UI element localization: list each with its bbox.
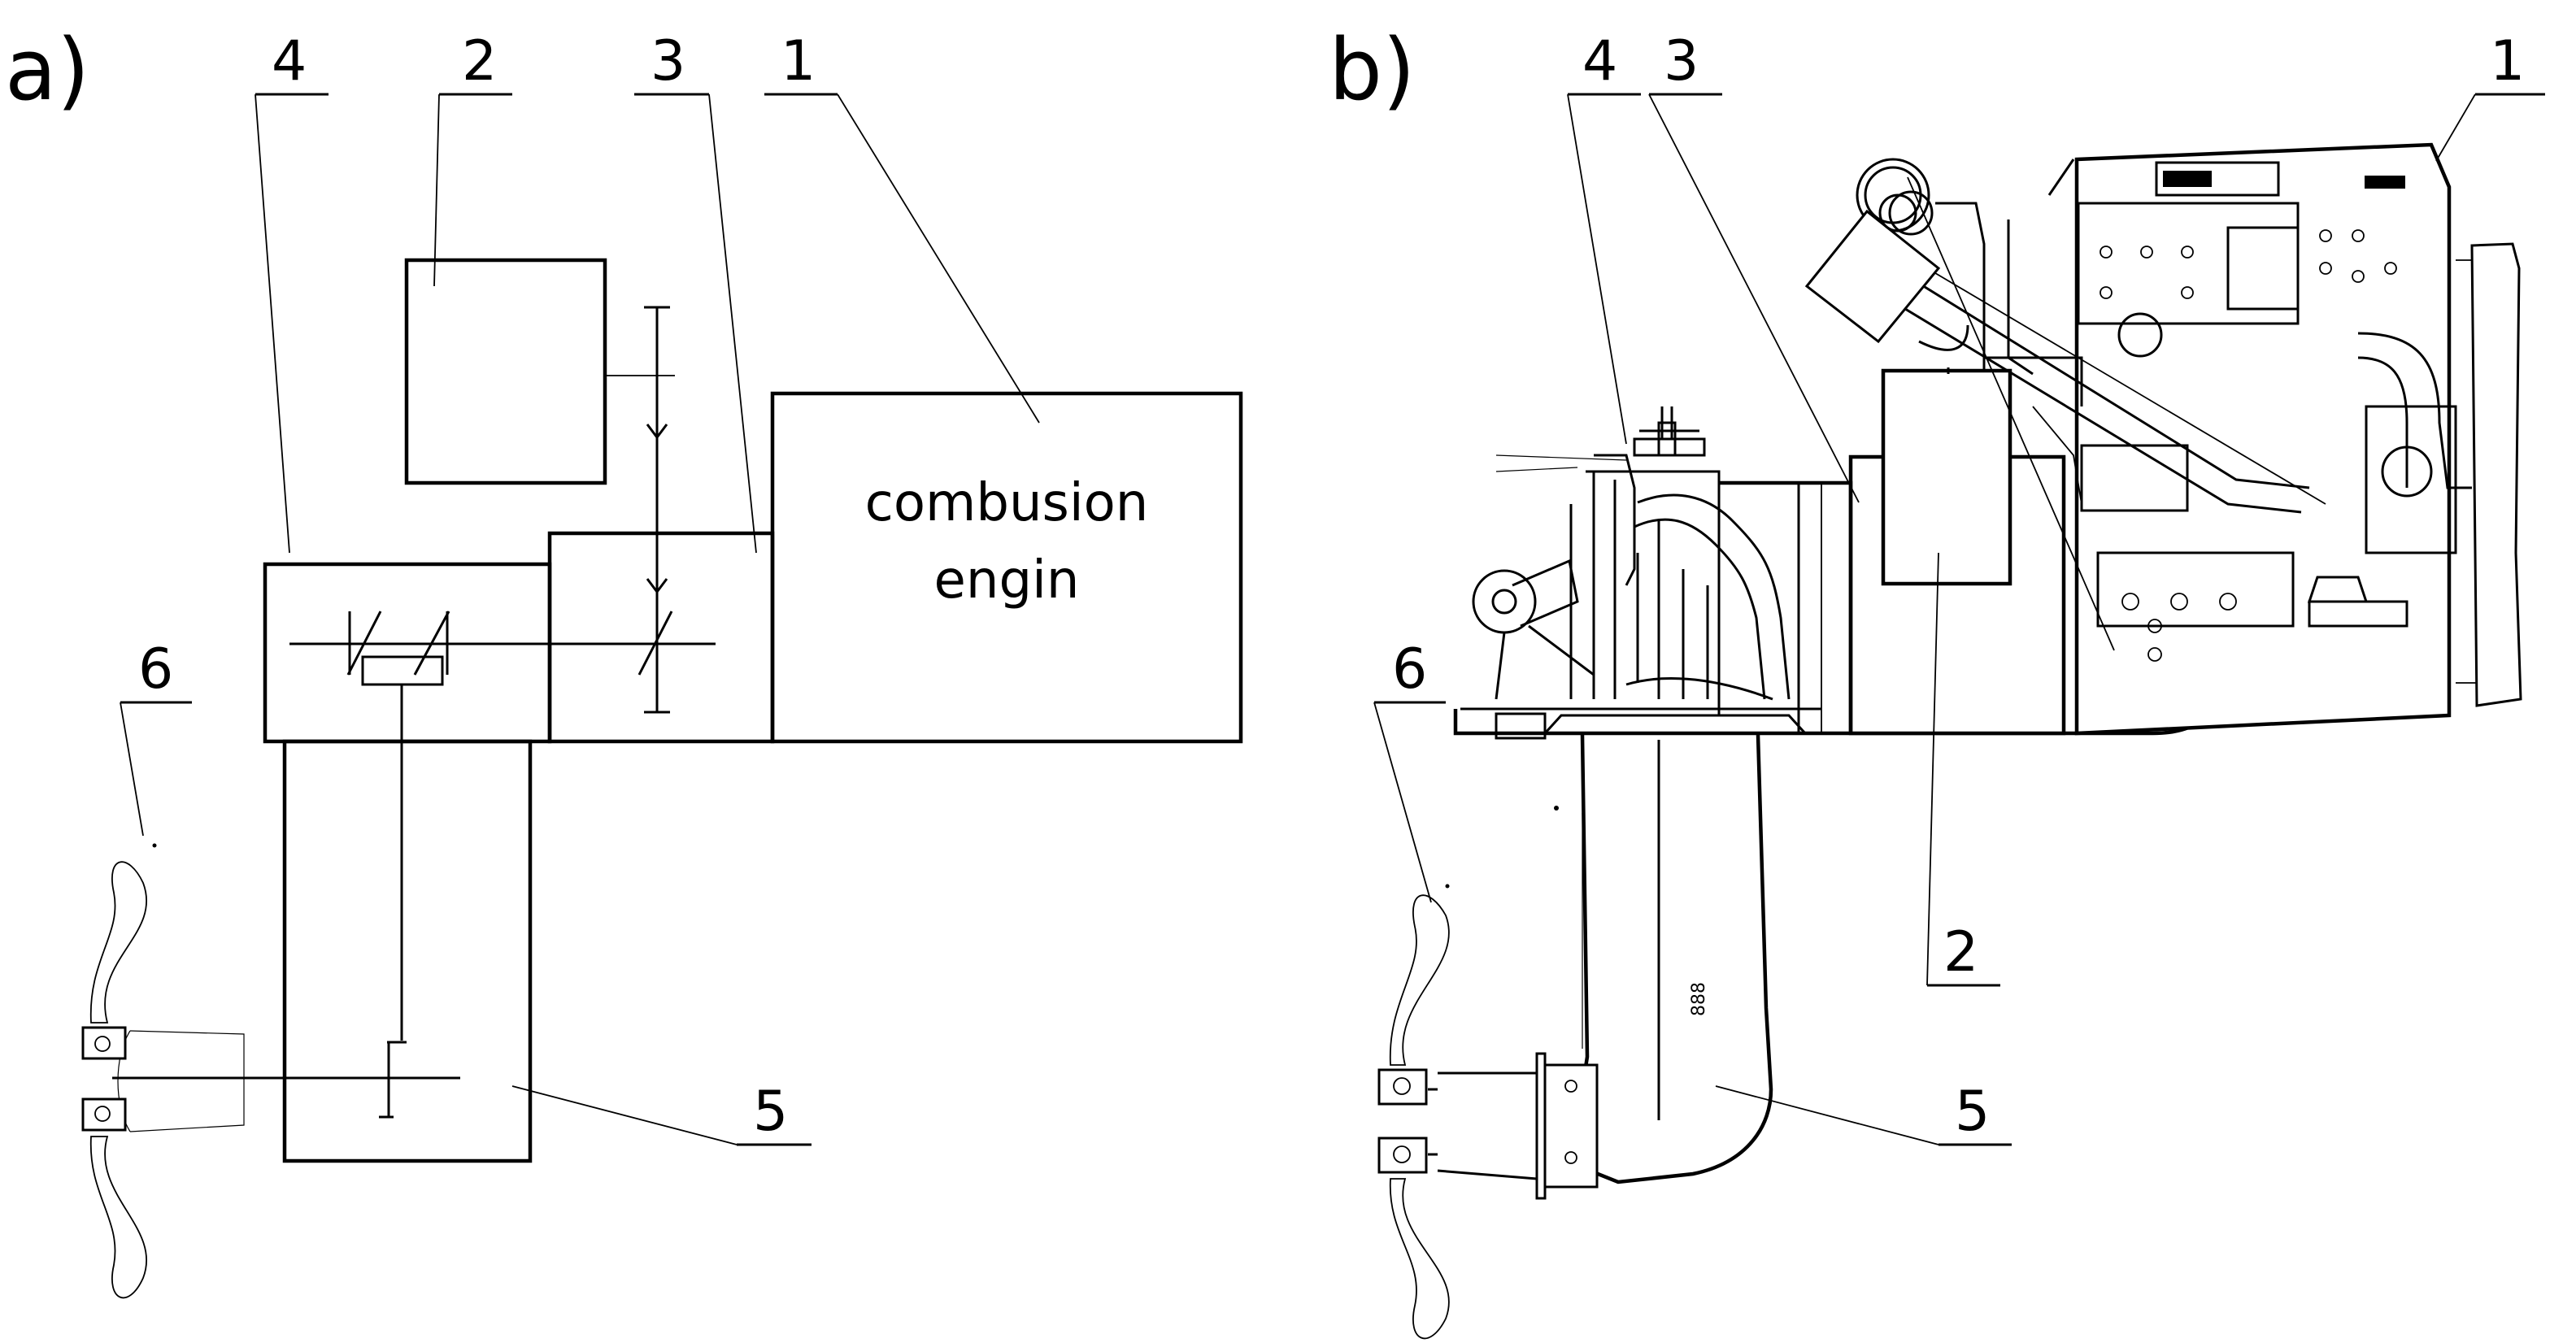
b-callout-2-number: 2 bbox=[1943, 920, 1978, 984]
a-callout-5: 5 bbox=[511, 1080, 812, 1146]
a-callout-1-number: 1 bbox=[781, 29, 816, 93]
a-callout-4-number: 4 bbox=[272, 29, 307, 93]
b-unit-2-box bbox=[1881, 368, 2012, 586]
b-callout-5: 5 bbox=[1715, 1080, 2012, 1146]
a-callout-5-number: 5 bbox=[753, 1080, 788, 1144]
a-callout-3-number: 3 bbox=[651, 29, 685, 93]
a-callout-4: 4 bbox=[255, 29, 329, 554]
b-callout-4: 4 bbox=[1567, 29, 1641, 445]
panel-a-label: a) bbox=[5, 20, 89, 120]
a-callout-6-number: 6 bbox=[138, 637, 173, 702]
a-callout-1: 1 bbox=[764, 29, 1040, 424]
b-callout-3: 3 bbox=[1648, 29, 1860, 503]
a-leg-5-box bbox=[282, 739, 533, 1163]
a-propeller-blades bbox=[89, 843, 157, 1299]
a-propeller-hub bbox=[81, 1026, 245, 1132]
b-callout-3-number: 3 bbox=[1664, 29, 1699, 93]
b-callout-6-number: 6 bbox=[1392, 637, 1427, 702]
b-drive-upper bbox=[1472, 406, 1808, 735]
b-unit-2 bbox=[1848, 176, 2115, 736]
a-vertical-shaft bbox=[644, 306, 670, 714]
a-bevel-block bbox=[361, 655, 444, 686]
b-engine-block bbox=[1804, 142, 2522, 736]
a-engine-text-line1: combusion bbox=[865, 473, 1149, 533]
panel-a-schematic: a) combusion engin bbox=[5, 20, 1243, 1299]
b-callout-1: 1 bbox=[2435, 29, 2545, 162]
b-leg-plate-text: 888 bbox=[1689, 982, 1709, 1016]
a-unit-2-box bbox=[404, 258, 607, 485]
a-gearbox-3-box bbox=[547, 531, 775, 744]
b-callout-6: 6 bbox=[1373, 637, 1446, 903]
a-coupling-4-box bbox=[263, 562, 552, 744]
a-callout-2: 2 bbox=[433, 29, 512, 287]
a-engine-text-line2: engin bbox=[934, 550, 1080, 611]
a-callout-2-number: 2 bbox=[462, 29, 497, 93]
b-coupling-housing bbox=[1719, 480, 1853, 733]
panel-b-drawing: b) bbox=[1329, 20, 2545, 1340]
panel-b-label: b) bbox=[1329, 20, 1416, 120]
b-callout-5-number: 5 bbox=[1955, 1080, 1990, 1144]
b-propeller-hub bbox=[1377, 1068, 1538, 1180]
a-callout-6: 6 bbox=[120, 637, 192, 837]
a-gear-marks bbox=[346, 611, 673, 676]
b-callout-1-number: 1 bbox=[2490, 29, 2525, 93]
a-lower-gear bbox=[379, 1041, 407, 1119]
b-callout-4-number: 4 bbox=[1582, 29, 1617, 93]
b-lower-leg: 888 bbox=[1535, 734, 1773, 1200]
a-callout-3: 3 bbox=[634, 29, 757, 554]
b-callout-2: 2 bbox=[1926, 552, 2000, 987]
b-propeller-blades bbox=[1389, 806, 1559, 1340]
